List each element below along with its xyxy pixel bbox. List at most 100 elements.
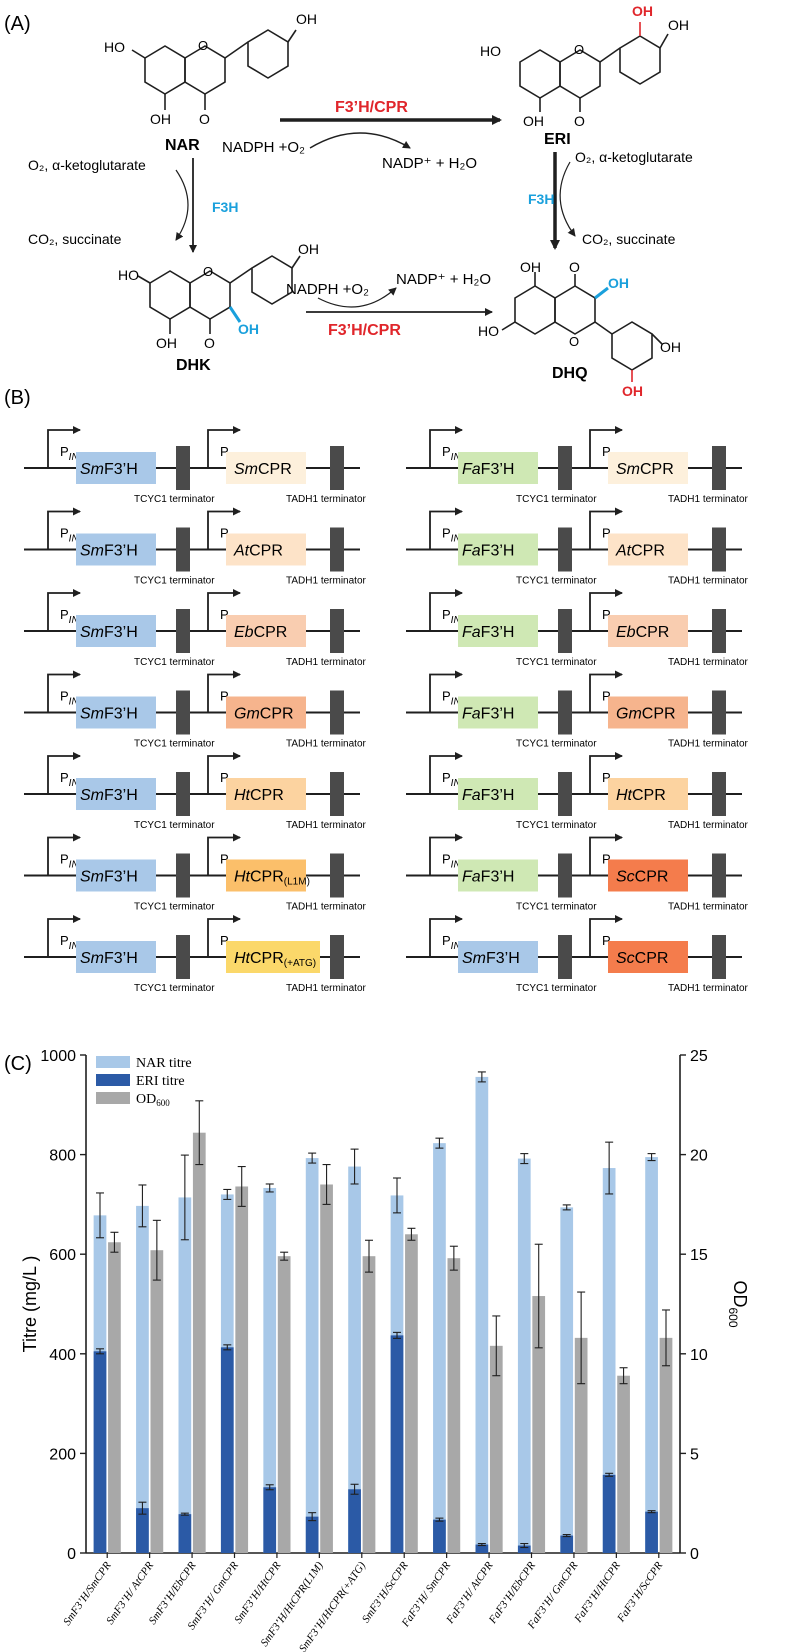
dhq-red-oh: OH xyxy=(622,383,643,399)
dhq-ho-label: HO xyxy=(478,323,499,339)
promoter-tdh1-arrow xyxy=(207,670,241,713)
tcyc1-terminator-block xyxy=(176,690,190,735)
f3h-gene-box xyxy=(76,452,156,484)
cpr-gene-label: SmCPR xyxy=(234,461,292,478)
eri-titre-bar xyxy=(433,1519,446,1553)
right-tick-label: 25 xyxy=(690,1048,708,1065)
eri-titre-bar xyxy=(602,1474,616,1553)
eri-titre-bar xyxy=(305,1516,319,1553)
nadph-top: NADPH +O₂ xyxy=(222,139,305,156)
tadh1-terminator-label: TADH1 terminator xyxy=(668,820,749,831)
nadph-bottom: NADPH +O₂ xyxy=(286,281,369,298)
dhk-label: DHK xyxy=(176,357,211,374)
nadp-bottom: NADP⁺ + H₂O xyxy=(396,271,491,288)
nar-structure xyxy=(131,29,297,110)
dhq-keto-o: O xyxy=(569,259,580,275)
cpr-gene-label: EbCPR xyxy=(616,624,669,641)
dhq-label: DHQ xyxy=(552,365,588,382)
tadh1-terminator-block xyxy=(712,446,726,490)
tcyc1-terminator-label: TCYC1 terminator xyxy=(134,494,215,505)
tadh1-terminator-block xyxy=(330,609,344,653)
tadh1-terminator-label: TADH1 terminator xyxy=(286,494,367,505)
dhq-structure xyxy=(501,272,663,382)
eri-oh-bottom: OH xyxy=(523,113,544,129)
dhq-oh-right: OH xyxy=(660,339,681,355)
f3h-cpr-bottom: F3’H/CPR xyxy=(328,322,401,339)
f3h-right: F3H xyxy=(528,191,554,207)
tcyc1-terminator-label: TCYC1 terminator xyxy=(134,983,215,994)
promoter-ino1-arrow xyxy=(47,426,81,468)
cpr-gene-box xyxy=(608,533,688,566)
cpr-gene-label: GmCPR xyxy=(234,706,294,723)
tadh1-terminator-block xyxy=(330,935,344,979)
left-tick-label: 400 xyxy=(49,1347,76,1364)
promoter-ino1-arrow xyxy=(429,833,463,876)
tcyc1-terminator-label: TCYC1 terminator xyxy=(134,576,215,587)
tadh1-terminator-block xyxy=(712,527,726,572)
y2-axis-label: OD600 xyxy=(726,1280,750,1327)
f3h-gene-box xyxy=(76,533,156,566)
promoter-tdh1-arrow xyxy=(207,915,241,957)
f3h-gene-box xyxy=(458,615,538,647)
tadh1-terminator-block xyxy=(330,772,344,816)
eri-titre-bar xyxy=(136,1508,149,1553)
tadh1-terminator-label: TADH1 terminator xyxy=(286,657,367,668)
panel-a-reaction-scheme: (A) OH O HO OH O NAR OH xyxy=(4,3,693,399)
tcyc1-terminator-label: TCYC1 terminator xyxy=(134,820,215,831)
nar-titre-bar xyxy=(305,1158,319,1553)
od600-bar xyxy=(447,1258,461,1553)
eri-titre-bar xyxy=(390,1335,404,1553)
nar-titre-bar xyxy=(263,1187,277,1553)
promoter-tdh1-arrow xyxy=(589,752,623,794)
tcyc1-terminator-block xyxy=(558,527,572,572)
eri-titre-bar xyxy=(178,1514,192,1553)
o2-left: O₂, α-ketoglutarate xyxy=(28,157,146,173)
f3h-gene-label: SmF3’H xyxy=(80,624,138,641)
dhk-oh-right: OH xyxy=(298,241,319,257)
tadh1-terminator-block xyxy=(330,527,344,572)
panel-c-label: (C) xyxy=(4,1053,32,1075)
f3h-gene-box xyxy=(458,941,538,973)
tcyc1-terminator-block xyxy=(176,527,190,572)
tcyc1-terminator-label: TCYC1 terminator xyxy=(516,576,597,587)
co2-right: CO₂, succinate xyxy=(582,231,676,247)
cpr-gene-box xyxy=(226,452,306,484)
od600-bar xyxy=(320,1184,333,1553)
cpr-gene-box xyxy=(608,452,688,484)
f3h-gene-label: FaF3’H xyxy=(462,787,514,804)
tcyc1-terminator-block xyxy=(558,609,572,653)
nar-titre-bar xyxy=(136,1205,149,1553)
od600-bar xyxy=(659,1337,673,1553)
promoter-ino1-arrow xyxy=(47,507,81,550)
left-tick-label: 200 xyxy=(49,1446,76,1463)
tcyc1-terminator-block xyxy=(176,772,190,816)
cpr-gene-box xyxy=(608,696,688,729)
eri-titre-bar xyxy=(645,1511,658,1553)
tadh1-terminator-block xyxy=(712,935,726,979)
promoter-ino1-arrow xyxy=(429,915,463,957)
eri-structure xyxy=(519,22,669,112)
tadh1-terminator-label: TADH1 terminator xyxy=(668,902,749,913)
tadh1-terminator-block xyxy=(712,609,726,653)
dhq-blue-oh: OH xyxy=(608,275,629,291)
tadh1-terminator-block xyxy=(712,853,726,898)
f3h-gene-label: FaF3’H xyxy=(462,624,514,641)
promoter-tdh1-arrow xyxy=(589,426,623,468)
eri-ho-label: HO xyxy=(480,43,501,59)
panel-b-label: (B) xyxy=(4,387,31,409)
cpr-gene-label: HtCPR xyxy=(234,787,284,804)
cpr-gene-label: AtCPR xyxy=(233,543,283,560)
cpr-gene-box xyxy=(226,859,306,892)
nar-titre-bar xyxy=(433,1143,446,1553)
right-tick-label: 10 xyxy=(690,1347,708,1364)
eri-titre-bar xyxy=(93,1351,107,1553)
